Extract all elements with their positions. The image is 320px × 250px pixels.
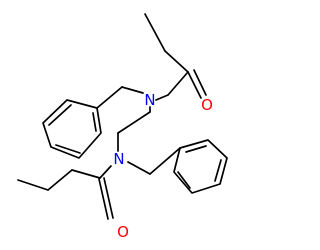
bond-bridge-2 [117,111,151,134]
bond-upper-chain-1 [144,13,166,52]
bond-upper-amide [155,94,169,101]
bond-right-ring-inner-2 [214,159,222,182]
molecule-structure: N O N O [17,13,228,241]
atom-nitrogen-lower: N [113,150,124,168]
bond-lower-n-ch2 [127,161,151,175]
bond-upper-carbonyl-a [187,71,202,99]
bond-left-ring-inner-1 [48,104,72,126]
bond-upper-n-ch2 [121,86,144,94]
bond-right-ring [173,139,228,194]
bond-lower-chain-1 [71,169,101,179]
bond-right-ring-inner-1 [185,145,207,153]
bond-upper-chain-3 [167,71,189,96]
atom-oxygen-lower: O [117,223,129,241]
bond-left-ring [42,99,102,159]
bond-upper-ch2-ring [96,86,123,109]
bond-right-ring-inner-3 [177,171,191,189]
bond-lower-carbonyl-b [103,177,114,219]
bond-lower-amide [99,165,112,179]
bond-upper-chain-2 [164,50,189,73]
bond-lower-chain-2 [47,169,73,191]
bond-lower-carbonyl-a [98,178,109,220]
atom-oxygen-upper: O [201,96,213,114]
bond-left-ring-inner-3 [92,112,97,132]
bond-left-ring-inner-2 [55,144,81,154]
bond-lower-chain-3 [17,179,49,191]
bond-lower-ch2-ring [149,147,181,175]
atom-nitrogen-upper: N [144,91,155,109]
bond-upper-carbonyl-b [193,69,207,96]
